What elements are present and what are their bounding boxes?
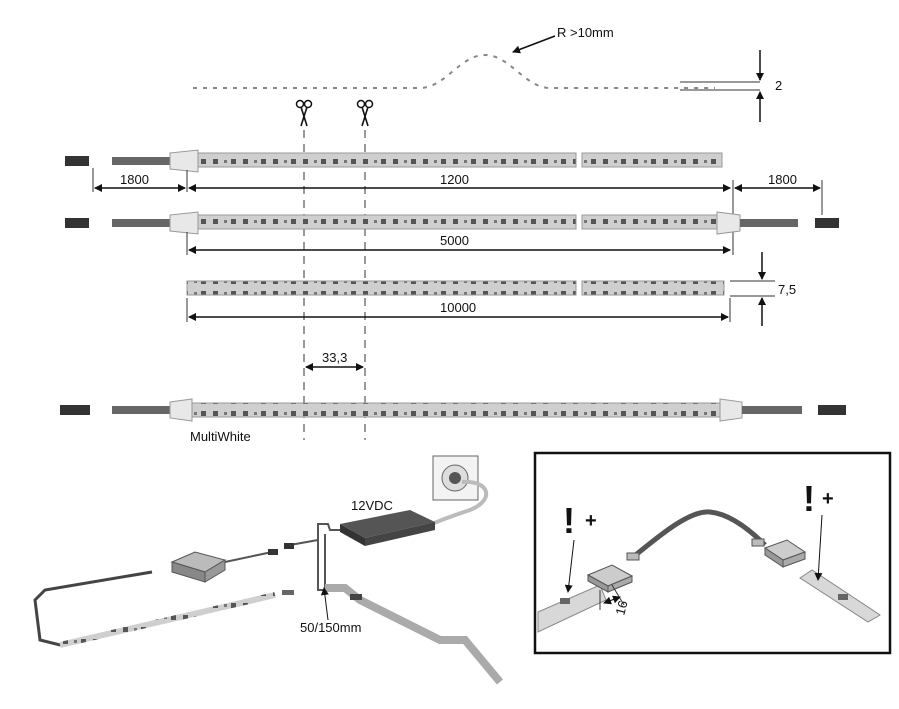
strip-one-lead [65, 149, 723, 173]
scissors-icon [356, 99, 374, 127]
lead-length-dimension [732, 180, 823, 255]
product-name-label: MultiWhite [190, 429, 251, 444]
plus-icon: + [822, 488, 834, 510]
strip-bare [186, 280, 725, 296]
bend-radius-label: R >10mm [557, 25, 614, 40]
lead-length-dimension [92, 168, 186, 192]
strip-length-label: 1200 [440, 172, 469, 187]
clip-width-dimension [599, 584, 625, 610]
controller [170, 551, 227, 583]
strip-two-leads [65, 211, 839, 235]
plus-icon: + [585, 510, 597, 532]
thickness-label: 2 [775, 78, 782, 93]
strip-height-dimension [730, 252, 775, 326]
power-supply [340, 510, 435, 546]
installation-illustration: 12VDC [33, 455, 504, 685]
strip-height-label: 7,5 [778, 282, 796, 297]
lead-length-label: 1800 [768, 172, 797, 187]
strip-length-dimension [186, 232, 731, 255]
strip-length-label: 10000 [440, 300, 476, 315]
wall-socket [432, 455, 479, 501]
strip-multiwhite [60, 398, 846, 422]
warning-icon: ! [803, 478, 815, 519]
warning-leader-arrow [814, 514, 823, 581]
strip-length-dimension [186, 298, 731, 322]
cable-gap-leader [320, 587, 329, 621]
strip-length-label: 5000 [440, 233, 469, 248]
clip-connector [763, 539, 807, 568]
strip-length-dimension [186, 170, 731, 192]
warning-leader-arrow [564, 539, 575, 593]
cut-interval-label: 33,3 [322, 350, 347, 365]
lead-length-label: 1800 [120, 172, 149, 187]
strip-side-profile [193, 53, 760, 91]
warning-icon: ! [563, 500, 575, 541]
connector-detail [537, 509, 881, 633]
power-supply-label: 12VDC [351, 498, 393, 513]
radius-leader-arrow [512, 35, 556, 54]
cable-gap-label: 50/150mm [300, 620, 361, 635]
scissors-icon [295, 99, 313, 127]
clip-width-label: 16 [612, 599, 630, 617]
connector-detail-box [533, 451, 892, 655]
